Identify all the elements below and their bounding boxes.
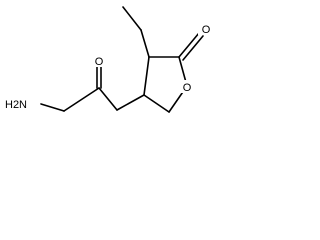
ring-bond-c5-c4 [143,94,170,113]
sidechain-bond-ketone [98,87,118,111]
lactone-carbonyl-oxygen-label: O [202,24,211,36]
amine-label: H2N [5,99,27,111]
lactone-carbonyl-bond-1 [178,32,200,58]
ring-bond-c4-c3 [143,56,150,96]
ketone-oxygen-label: O [95,56,104,68]
sidechain-bond-ring [116,94,145,111]
sidechain-bond-methylene [63,87,100,112]
molecule-structure: O O O H2N [3,6,213,113]
ring-oxygen-label: O [183,82,192,94]
ethyl-terminal-bond [122,6,142,31]
lactone-carbonyl-bond-2 [182,35,204,61]
sidechain-bond-amine [40,103,65,112]
ethyl-attach-bond [140,29,150,58]
